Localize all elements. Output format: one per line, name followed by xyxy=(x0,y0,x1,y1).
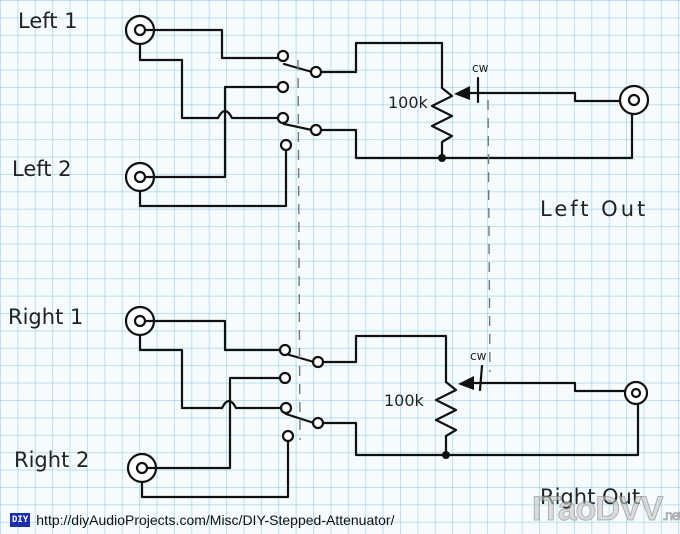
right-switch-common-1 xyxy=(311,355,325,369)
left-switch-contact-2 xyxy=(276,80,290,94)
label-cw-right: cw xyxy=(470,349,487,363)
watermark-text: ITaoDVV xyxy=(531,490,663,529)
right-switch-contact-4 xyxy=(281,429,295,443)
source-url[interactable]: http://diyAudioProjects.com/Misc/DIY-Ste… xyxy=(36,512,395,528)
right-wiring xyxy=(138,319,640,499)
switch-gang-line xyxy=(297,59,301,441)
left1-jack-pin xyxy=(133,23,147,37)
right-switch-contact-1 xyxy=(278,343,292,357)
right-out-jack-pin xyxy=(630,387,642,399)
right-switch-common-2 xyxy=(311,416,325,430)
diy-logo-icon: DIY xyxy=(10,513,31,527)
right1-jack-pin xyxy=(133,314,147,328)
footer: DIY http://diyAudioProjects.com/Misc/DIY… xyxy=(10,512,394,528)
left-switch-common-1 xyxy=(309,65,323,79)
left-switch-contact-4 xyxy=(279,138,293,152)
label-left-out: Left Out xyxy=(540,197,648,221)
label-pot-right: 100k xyxy=(384,391,425,410)
pot-gang-line xyxy=(487,99,491,373)
watermark-suffix: .net xyxy=(662,507,680,524)
label-left1: Left 1 xyxy=(18,9,78,33)
right-switch-contact-3 xyxy=(279,401,293,415)
left2-jack-pin xyxy=(133,170,147,184)
watermark: ITaoDVV.net xyxy=(531,490,680,529)
right-switch-contact-2 xyxy=(278,371,292,385)
label-pot-left: 100k xyxy=(388,93,429,112)
label-right2: Right 2 xyxy=(14,448,89,472)
label-left2: Left 2 xyxy=(12,157,72,181)
label-right1: Right 1 xyxy=(8,305,83,329)
left-out-jack-pin xyxy=(627,93,641,107)
left-switch-contact-1 xyxy=(276,49,290,63)
label-cw-left: cw xyxy=(472,61,489,75)
left-switch-common-2 xyxy=(309,123,323,137)
right2-jack-pin xyxy=(135,461,149,475)
left-switch-contact-3 xyxy=(276,111,290,125)
left-wiring xyxy=(138,28,634,208)
label-right-out: Right Out xyxy=(540,485,640,509)
